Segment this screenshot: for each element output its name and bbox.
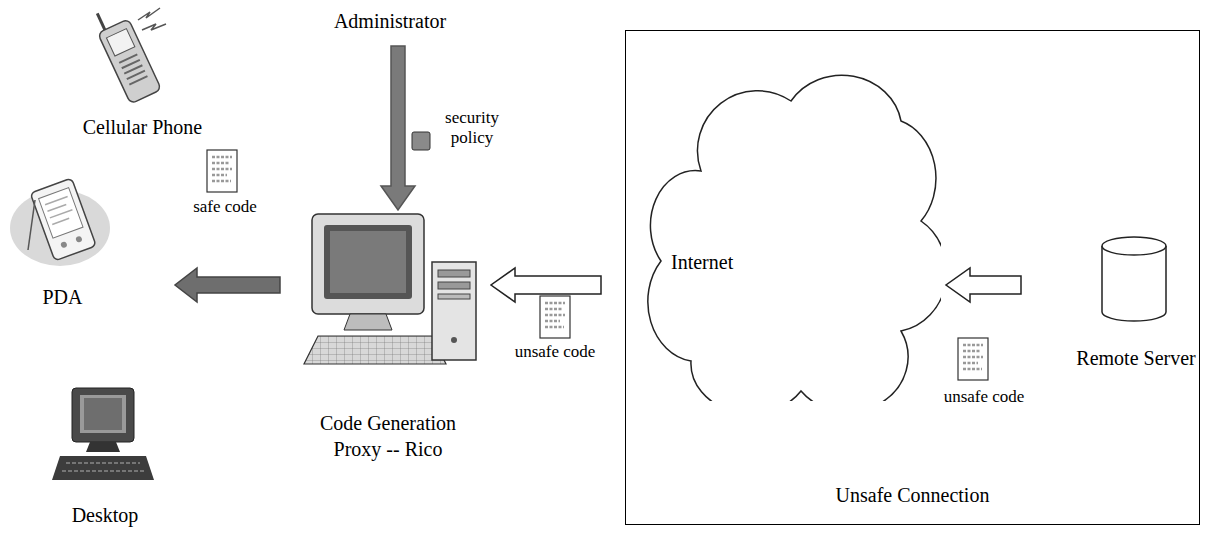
- block-arrow: [946, 268, 1021, 302]
- block-arrow: [175, 268, 280, 302]
- node-label: Unsafe Connection: [836, 482, 990, 508]
- code-document: [540, 296, 570, 338]
- edge-label: safe code: [180, 197, 270, 217]
- desktop-node: Desktop: [45, 380, 165, 532]
- phone-icon: [90, 2, 166, 103]
- server-cylinder: [1102, 237, 1166, 321]
- server-node: Remote Server: [1076, 229, 1196, 371]
- phone-node: Cellular Phone: [78, 0, 207, 142]
- edge-label: unsafe code: [934, 387, 1034, 407]
- actor-label: Administrator: [320, 4, 460, 38]
- computer-icon: [304, 214, 476, 364]
- pda-icon: [10, 178, 110, 266]
- block-arrow: [491, 268, 601, 302]
- node-label: Code Generation Proxy -- Rico: [298, 410, 478, 462]
- cloud-outline: [641, 51, 941, 401]
- node-label: Remote Server: [1076, 345, 1195, 371]
- cloud-node: Internet: [641, 51, 941, 401]
- code-document: [958, 338, 988, 380]
- policy-token: [412, 132, 430, 150]
- code-document: [207, 150, 237, 192]
- proxy-node: Code Generation Proxy -- Rico: [290, 212, 486, 462]
- pda-node: PDA: [5, 168, 120, 310]
- region-box: Unsafe Connection InternetRemote Server: [625, 30, 1200, 525]
- node-label: Internet: [671, 249, 733, 275]
- node-label: Administrator: [334, 8, 446, 34]
- block-arrow: [381, 46, 415, 210]
- desktop-icon: [52, 388, 154, 480]
- node-label: Desktop: [72, 502, 139, 528]
- edge-label: security policy: [432, 108, 512, 149]
- node-label: PDA: [42, 284, 82, 310]
- edge-label: unsafe code: [505, 342, 605, 362]
- node-label: Cellular Phone: [83, 114, 202, 140]
